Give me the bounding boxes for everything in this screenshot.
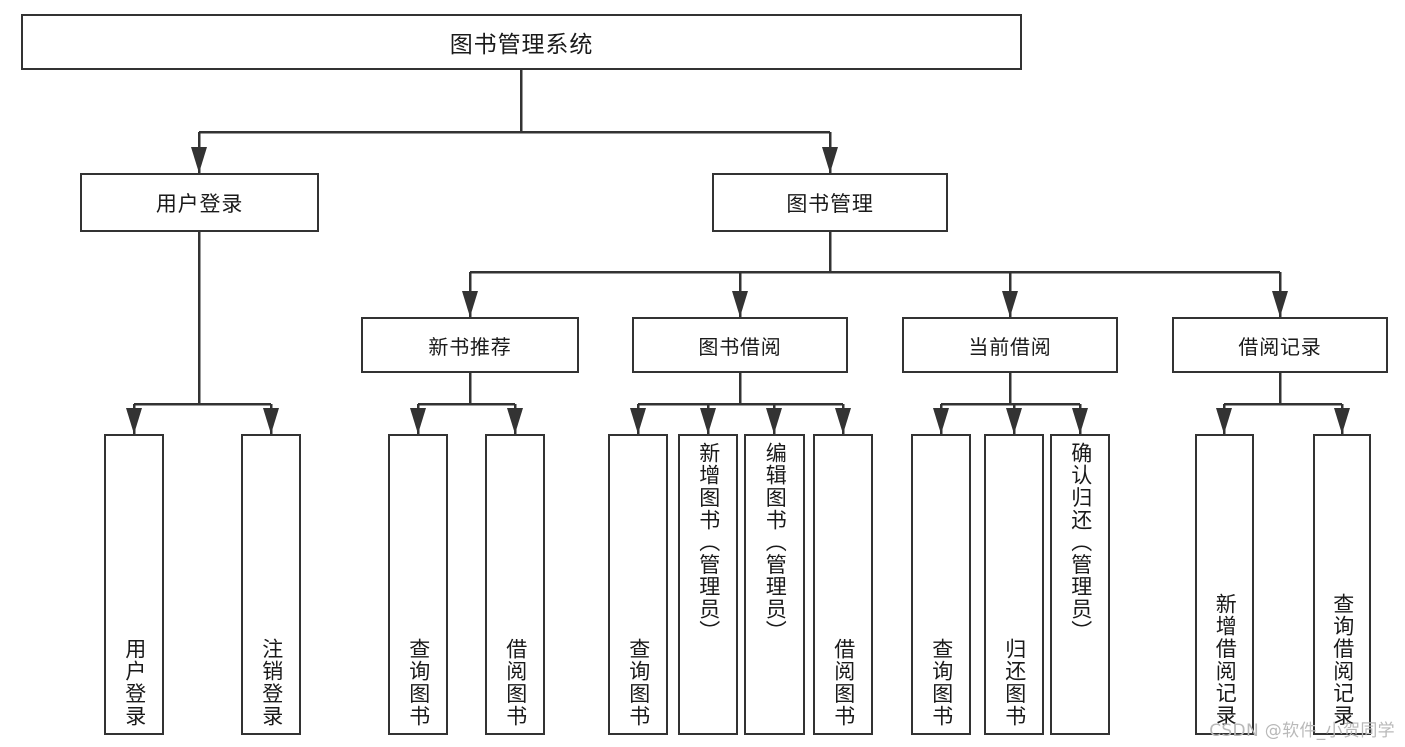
- node-new-book-recommend-label: 新书推荐: [428, 334, 512, 359]
- leaf-query-book-borrow-label: 查询图书: [626, 637, 651, 727]
- leaf-edit-book[interactable]: 编辑图书（管理员）: [744, 434, 805, 735]
- leaf-query-book-current[interactable]: 查询图书: [911, 434, 971, 735]
- node-book-management[interactable]: 图书管理: [712, 173, 948, 232]
- node-current-borrow[interactable]: 当前借阅: [902, 317, 1118, 373]
- leaf-edit-book-label: 编辑图书（管理员）: [763, 442, 788, 643]
- leaf-add-borrow-record[interactable]: 新增借阅记录: [1195, 434, 1254, 735]
- leaf-confirm-return[interactable]: 确认归还（管理员）: [1050, 434, 1110, 735]
- leaf-add-book[interactable]: 新增图书（管理员）: [678, 434, 738, 735]
- leaf-return-book[interactable]: 归还图书: [984, 434, 1044, 735]
- node-book-borrow[interactable]: 图书借阅: [632, 317, 848, 373]
- leaf-logout[interactable]: 注销登录: [241, 434, 301, 735]
- leaf-borrow-book-label: 借阅图书: [831, 637, 856, 727]
- watermark: CSDN @软件_小贺同学: [1209, 721, 1395, 741]
- leaf-borrow-book[interactable]: 借阅图书: [813, 434, 873, 735]
- leaf-return-book-label: 归还图书: [1002, 637, 1027, 727]
- node-user-login[interactable]: 用户登录: [80, 173, 319, 232]
- leaf-logout-label: 注销登录: [259, 637, 284, 727]
- leaf-query-book-borrow[interactable]: 查询图书: [608, 434, 668, 735]
- leaf-user-login[interactable]: 用户登录: [104, 434, 164, 735]
- leaf-query-borrow-record-label: 查询借阅记录: [1330, 593, 1355, 727]
- node-new-book-recommend[interactable]: 新书推荐: [361, 317, 579, 373]
- node-root-label: 图书管理系统: [449, 32, 594, 58]
- leaf-user-login-label: 用户登录: [122, 637, 147, 727]
- leaf-query-book-recommend-label: 查询图书: [406, 637, 431, 727]
- leaf-query-book-recommend[interactable]: 查询图书: [388, 434, 448, 735]
- node-book-management-label: 图书管理: [786, 191, 874, 216]
- leaf-query-book-current-label: 查询图书: [929, 637, 954, 727]
- leaf-borrow-book-recommend-label: 借阅图书: [503, 637, 528, 727]
- node-current-borrow-label: 当前借阅: [968, 334, 1052, 359]
- leaf-query-borrow-record[interactable]: 查询借阅记录: [1313, 434, 1371, 735]
- node-borrow-record[interactable]: 借阅记录: [1172, 317, 1388, 373]
- node-book-borrow-label: 图书借阅: [698, 334, 782, 359]
- node-user-login-label: 用户登录: [155, 191, 244, 216]
- leaf-add-borrow-record-label: 新增借阅记录: [1213, 593, 1238, 727]
- leaf-confirm-return-label: 确认归还（管理员）: [1068, 442, 1093, 643]
- node-root[interactable]: 图书管理系统: [21, 14, 1022, 70]
- node-borrow-record-label: 借阅记录: [1238, 334, 1322, 359]
- leaf-borrow-book-recommend[interactable]: 借阅图书: [485, 434, 545, 735]
- leaf-add-book-label: 新增图书（管理员）: [696, 442, 721, 643]
